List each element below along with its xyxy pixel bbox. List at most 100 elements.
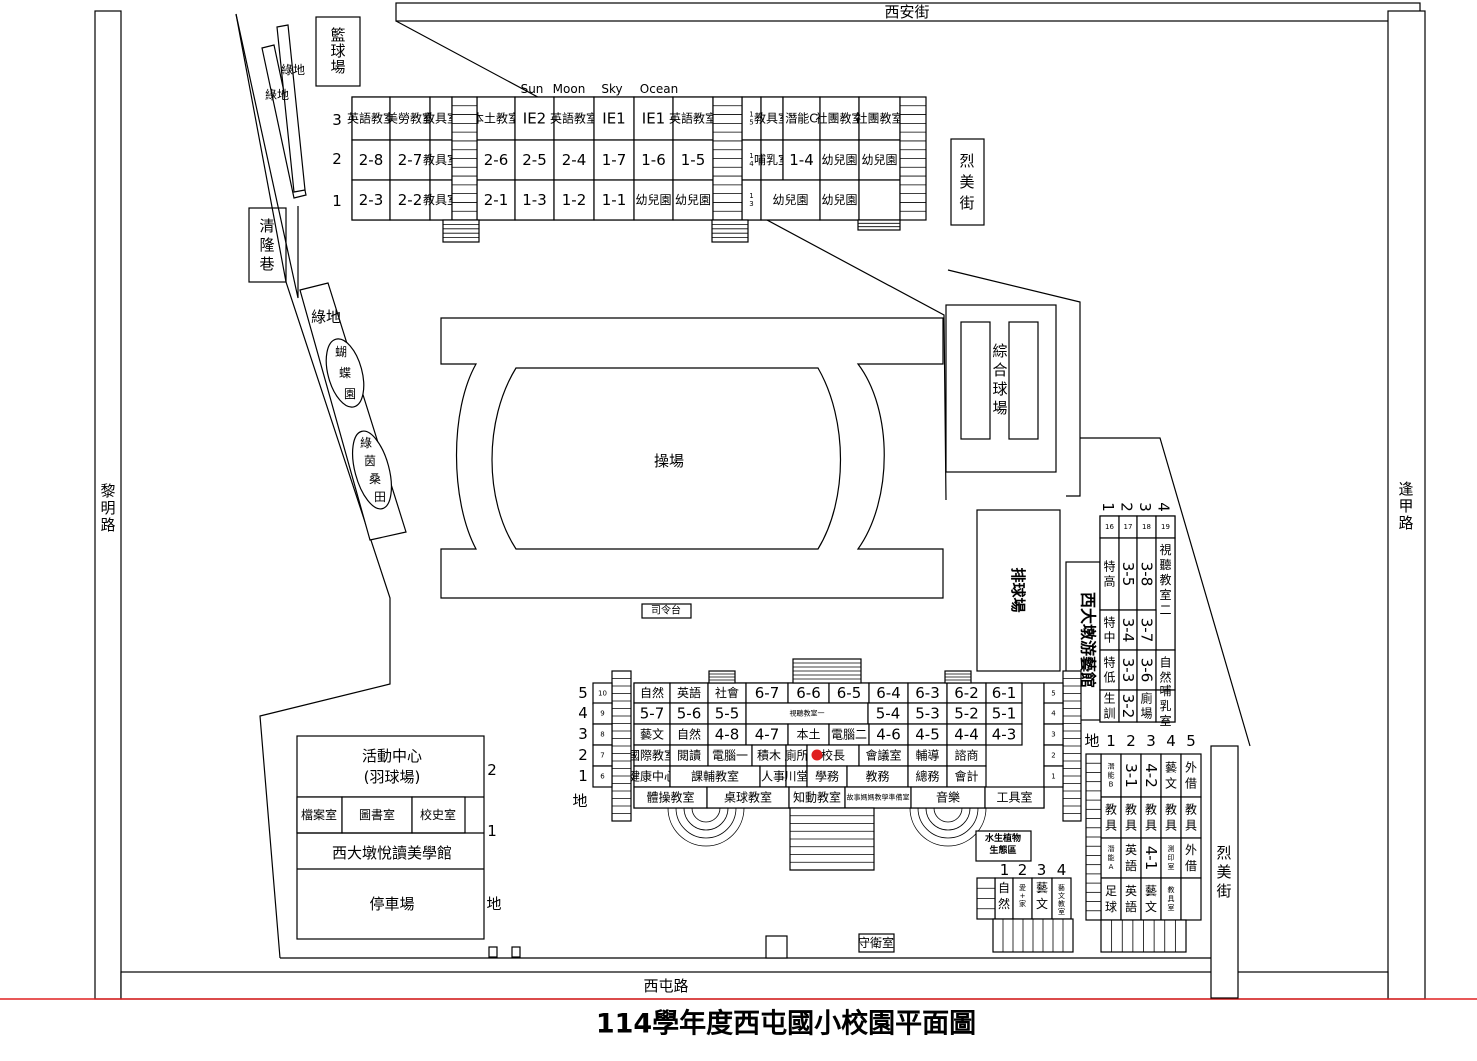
north-room-r3-c3: 教具室	[423, 111, 459, 126]
small-room-char-3-1: 文	[1058, 891, 1065, 900]
north-room-r3-c13: 社團教室	[815, 111, 863, 126]
north-room-r1-c2-cell	[389, 179, 431, 221]
south-left-num-8: 8	[600, 731, 604, 739]
floor1-3: 川堂	[784, 770, 808, 784]
small-room-char-0-0: 自	[998, 881, 1010, 895]
library-label: 圖書室	[359, 807, 395, 822]
floor4-2: 5-5	[715, 705, 740, 723]
east-room-char-15-0: 哺	[1159, 684, 1171, 698]
basement-2: 知動教室	[793, 790, 841, 805]
boundary-east-2	[1080, 437, 1251, 747]
se-row3-char-4-1: 借	[1185, 859, 1197, 873]
north-building: Sun Moon Sky Ocean 3 2 1 英語教室美勞教室教具室本土教室…	[332, 82, 927, 243]
green-strip-1-label: 綠地	[265, 88, 289, 102]
basketball-c3: 場	[330, 58, 345, 76]
road-xitun-label: 西屯路	[643, 977, 688, 995]
small-room-char-2-1: 文	[1036, 896, 1048, 911]
small-floor-3: 3	[1037, 861, 1047, 879]
floor3-1: 自然	[677, 727, 701, 742]
label-moon: Moon	[553, 82, 586, 96]
east-num-17: 17	[1124, 523, 1133, 531]
east-num-16: 16	[1105, 523, 1114, 531]
archive-label: 檔案室	[301, 807, 337, 822]
se-row3-char-3-2: 室	[1168, 862, 1175, 871]
se-row2-char-0-1: 具	[1105, 819, 1117, 833]
history-label: 校史室	[420, 807, 456, 822]
small-stairs	[976, 877, 1074, 953]
parking-label: 停車場	[369, 895, 414, 913]
north-room-r2-c5: 2-5	[522, 151, 547, 169]
se-row3-char-4-0: 外	[1185, 843, 1197, 857]
floor1-4: 學務	[815, 770, 839, 784]
multi-c1: 綜	[992, 342, 1007, 360]
small-floor-4: 4	[1057, 861, 1067, 879]
multi-c4: 場	[992, 399, 1007, 417]
north-room-r3-c4: 本土教室	[472, 111, 520, 126]
east-room-15	[1155, 689, 1176, 723]
se-row3-char-0-1: 能	[1108, 853, 1115, 862]
floor1-6: 總務	[915, 769, 939, 784]
north-room-r2-c5-cell	[514, 139, 555, 181]
mulberry-c4: 田	[374, 490, 386, 504]
east-room-label-13: 3-2	[1119, 694, 1137, 719]
east-room-char-15-2: 室	[1159, 713, 1171, 728]
south-entrance-arcs	[667, 807, 987, 847]
se-row3-char-3-0: 測	[1168, 844, 1175, 853]
se-row1-char-4-0: 外	[1185, 761, 1197, 775]
east-av-char-3: 室	[1159, 587, 1171, 602]
label-ocean: Ocean	[640, 82, 678, 96]
se-floor-1: 1	[1106, 732, 1116, 750]
north-room-r1-c13-cell	[819, 179, 860, 221]
north-room-r3-c1: 英語教室	[347, 111, 395, 126]
north-room-r2-c1: 2-8	[359, 151, 384, 169]
south-floor-4: 1	[578, 767, 588, 785]
north-room-r3-c8: IE1	[642, 110, 665, 128]
floor3-0: 藝文	[640, 727, 664, 742]
multi-court-right	[1008, 321, 1039, 440]
east-room-char-15-1: 乳	[1159, 699, 1171, 713]
floor1-1: 課輔教室	[691, 769, 739, 784]
small-floor-1: 1	[1000, 861, 1010, 879]
se-floor-3: 3	[1146, 732, 1156, 750]
north-room-r2-c14: 幼兒園	[861, 153, 897, 167]
se-row2-char-1-0: 教	[1125, 802, 1137, 817]
south-left-num-6: 6	[600, 773, 605, 781]
activity-center-line1: 活動中心	[362, 747, 422, 765]
se-row1-char-0-0: 潛	[1108, 762, 1115, 771]
greenland-label: 綠地	[311, 308, 341, 326]
floor3-9: 4-3	[992, 726, 1017, 744]
south-right-num-1-cell	[1043, 765, 1064, 788]
north-floor-3: 3	[332, 111, 342, 129]
east-room-char-11-0: 自	[1159, 656, 1171, 670]
aquatic-line2: 生態區	[989, 844, 1016, 856]
road-fengjia-char-1: 逢	[1398, 480, 1413, 498]
north-room-r1-c13: 幼兒園	[821, 193, 857, 207]
multi-c3: 球	[992, 380, 1007, 398]
se-row4-char-2-0: 藝	[1145, 884, 1157, 898]
art-hall-label: 西大墩游藝館	[1079, 592, 1098, 688]
road-fengjia-char-3: 路	[1398, 514, 1413, 532]
small-room-char-3-0: 藝	[1058, 883, 1065, 892]
se-row2-char-2-1: 具	[1145, 819, 1157, 833]
north-room-r2-c12: 1-4	[789, 151, 814, 169]
road-fengjia	[1387, 10, 1426, 1000]
small-room-char-3-3: 室	[1058, 907, 1065, 916]
floor2-5: 校長	[821, 748, 845, 763]
se-row4-char-3-2: 室	[1168, 903, 1175, 912]
butterfly-c2: 蝶	[339, 365, 351, 380]
east-room-label-10: 3-6	[1138, 658, 1156, 683]
floor3-6: 4-6	[876, 726, 901, 744]
aquatic-zone	[975, 830, 1032, 862]
se-row2-char-3-0: 教	[1165, 802, 1177, 817]
road-fengjia-char-2: 甲	[1398, 497, 1413, 515]
north-room-r2-c2: 2-7	[398, 151, 423, 169]
east-av-char-2: 教	[1159, 572, 1171, 587]
